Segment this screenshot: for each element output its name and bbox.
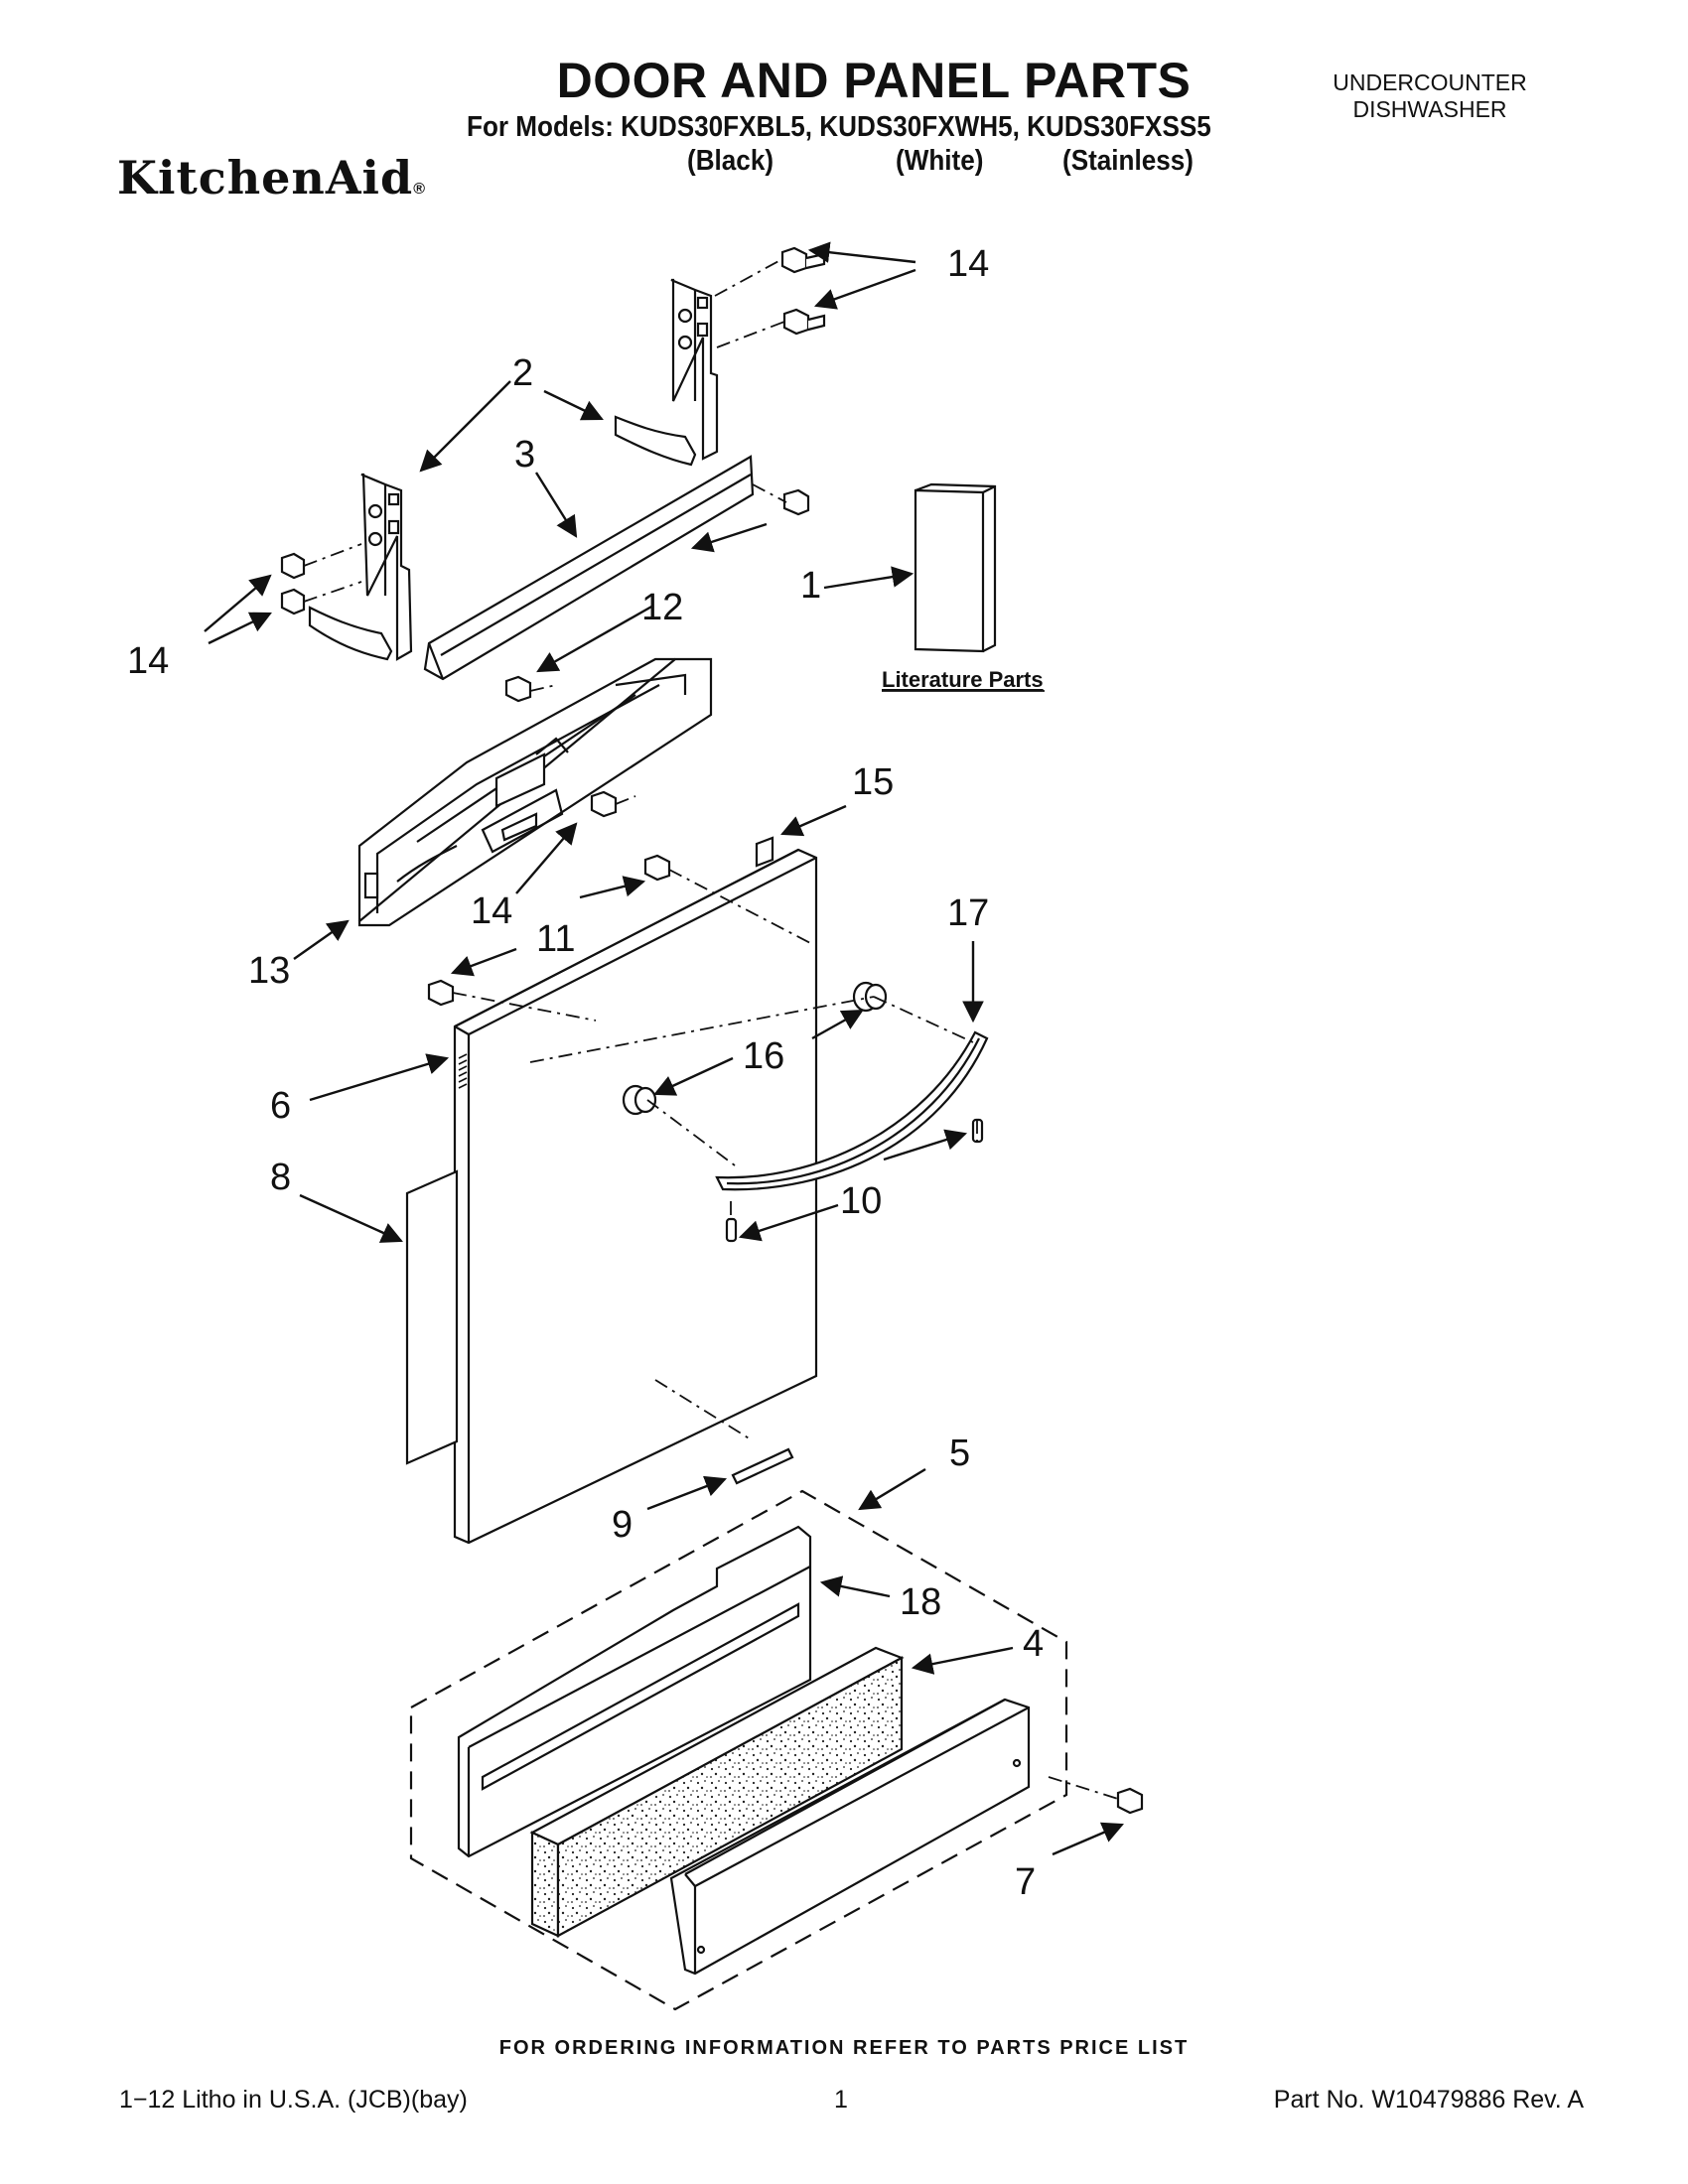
door-handle [715,1030,989,1191]
door-panel [453,848,818,1545]
assembly-paths [303,259,1119,1800]
literature-parts-label: Literature Parts [882,667,1044,692]
litho-info: 1−12 Litho in U.S.A. (JCB)(bay) [119,2086,468,2114]
ordering-note: FOR ORDERING INFORMATION REFER TO PARTS … [498,2037,1190,2059]
model-variants: (Black) (White) (Stainless) [0,145,1688,185]
brand-logo: KitchenAid® [117,151,426,205]
callout-14-left: 14 [127,640,169,682]
callout-9: 9 [612,1504,633,1546]
variant-black: (Black) [687,145,774,177]
channel-strip [423,455,755,681]
callout-10: 10 [840,1180,882,1222]
kick-plate [669,1698,1031,1976]
callout-14-middle: 14 [471,890,512,932]
callout-17: 17 [947,892,989,934]
callout-11: 11 [536,918,575,960]
page-number: 1 [834,2086,848,2114]
callout-16: 16 [743,1035,784,1077]
toe-panel [457,1525,812,1858]
foam-insulation-block [529,1646,905,1938]
brand-name: KitchenAid [117,151,414,205]
product-category: UNDERCOUNTER DISHWASHER [1311,69,1549,123]
page-title: DOOR AND PANEL PARTS [556,53,1192,108]
callout-3: 3 [514,434,535,476]
callout-13: 13 [248,950,290,992]
brand-registered-mark: ® [413,181,426,198]
variant-white: (White) [896,145,984,177]
callout-5: 5 [949,1433,970,1474]
callout-2: 2 [512,352,533,394]
console-latch-assembly [357,657,713,927]
part-number: Part No. W10479886 Rev. A [1273,2086,1584,2114]
door-clip [755,836,774,868]
category-line-1: UNDERCOUNTER [1333,69,1527,95]
literature-booklet [914,482,997,653]
door-insulation-sheet [405,1169,459,1465]
hinge-bracket-right [614,278,719,467]
callout-8: 8 [270,1157,291,1198]
toe-panel-group-outline [409,1489,1068,2011]
callout-15: 15 [852,761,894,803]
callout-6: 6 [270,1085,291,1127]
callout-4: 4 [1023,1623,1044,1665]
variant-stainless: (Stainless) [1062,145,1195,177]
models-line: For Models: KUDS30FXBL5, KUDS30FXWH5, KU… [467,111,1211,143]
callout-12: 12 [641,587,683,628]
door-badge [731,1447,794,1485]
callout-14-top: 14 [947,243,989,285]
callout-1: 1 [800,565,821,607]
category-line-2: DISHWASHER [1352,96,1507,122]
callout-7: 7 [1015,1861,1036,1903]
leader-arrows [204,241,1124,1856]
callout-18: 18 [900,1581,941,1623]
hinge-bracket-left [308,473,413,661]
